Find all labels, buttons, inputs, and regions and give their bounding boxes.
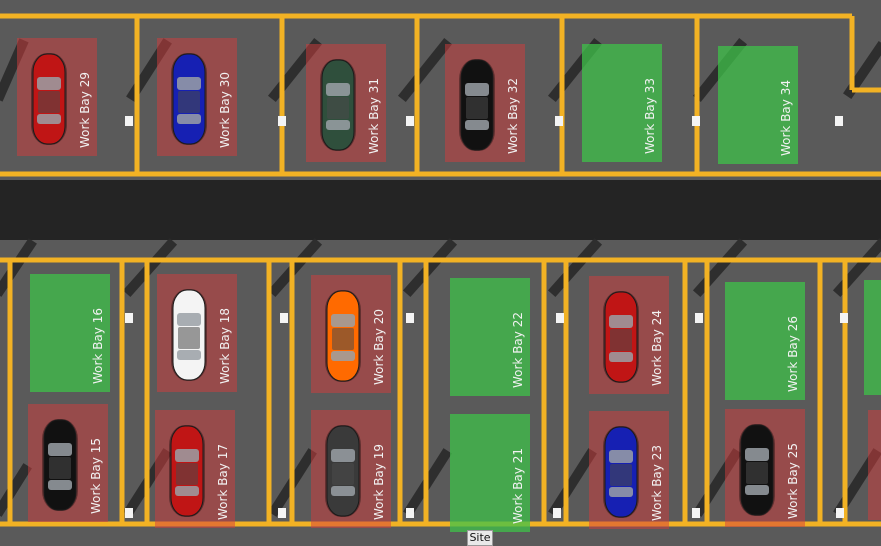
bay-label: Work Bay 22 xyxy=(511,312,525,388)
bay-label: Work Bay 25 xyxy=(786,443,800,519)
work-bay[interactable]: Work Bay 34 xyxy=(718,46,798,164)
work-bay[interactable]: Work Bay 29 xyxy=(17,38,97,156)
work-bay[interactable]: Work Bay 20 xyxy=(311,275,391,393)
car-icon xyxy=(603,426,639,518)
work-bay[interactable]: Work Bay 19 xyxy=(311,410,391,528)
car-icon xyxy=(320,59,356,151)
bay-status-area xyxy=(582,44,662,162)
bay-status-area xyxy=(450,414,530,532)
work-bay[interactable]: Work Bay 21 xyxy=(450,414,530,532)
work-bay[interactable]: Work Bay 18 xyxy=(157,274,237,392)
work-bay[interactable]: Work Bay 22 xyxy=(450,278,530,396)
bay-label: Work Bay 26 xyxy=(786,316,800,392)
work-bay[interactable]: Work Bay 32 xyxy=(445,44,525,162)
bollards xyxy=(125,116,848,518)
bay-status-area xyxy=(725,282,805,400)
bay-label: Work Bay 17 xyxy=(216,444,230,520)
bays-layer: Work Bay 29 Work Bay 30 Work Bay 31 Work Ba… xyxy=(17,38,805,532)
car-icon xyxy=(325,290,361,382)
car-icon xyxy=(603,291,639,383)
car-icon xyxy=(171,53,207,145)
work-bay[interactable]: Work Bay 30 xyxy=(157,38,237,156)
work-bay[interactable]: Work Bay 26 xyxy=(725,282,805,400)
work-bay[interactable]: Work Bay 31 xyxy=(306,44,386,162)
bay-label: Work Bay 31 xyxy=(367,78,381,154)
car-icon xyxy=(459,59,495,151)
bay-label: Work Bay 24 xyxy=(650,310,664,386)
work-bay[interactable]: Work Bay 16 xyxy=(30,274,110,392)
bay-label: Work Bay 21 xyxy=(511,448,525,524)
partial-bay-right-top xyxy=(864,280,881,395)
car-icon xyxy=(31,53,67,145)
bay-label: Work Bay 18 xyxy=(218,308,232,384)
bay-label: Work Bay 30 xyxy=(218,72,232,148)
bay-label: Work Bay 32 xyxy=(506,78,520,154)
site-tab[interactable]: Site xyxy=(467,530,493,546)
car-icon xyxy=(42,419,78,511)
bay-label: Work Bay 16 xyxy=(91,308,105,384)
bay-label: Work Bay 15 xyxy=(89,438,103,514)
bay-status-area xyxy=(718,46,798,164)
bay-status-area xyxy=(30,274,110,392)
bay-label: Work Bay 29 xyxy=(78,72,92,148)
road xyxy=(0,180,881,240)
partial-bay-right-bottom xyxy=(868,410,881,520)
bay-label: Work Bay 23 xyxy=(650,445,664,521)
bay-label: Work Bay 33 xyxy=(643,78,657,154)
car-icon xyxy=(171,289,207,381)
car-icon xyxy=(739,424,775,516)
car-icon xyxy=(169,425,205,517)
work-bay[interactable]: Work Bay 25 xyxy=(725,409,805,527)
work-bay[interactable]: Work Bay 23 xyxy=(589,411,669,529)
bay-status-area xyxy=(450,278,530,396)
bay-label: Work Bay 34 xyxy=(779,80,793,156)
bay-label: Work Bay 19 xyxy=(372,444,386,520)
work-bay[interactable]: Work Bay 17 xyxy=(155,410,235,528)
work-bay[interactable]: Work Bay 15 xyxy=(28,404,108,522)
bay-label: Work Bay 20 xyxy=(372,309,386,385)
work-bay[interactable]: Work Bay 33 xyxy=(582,44,662,162)
work-bay[interactable]: Work Bay 24 xyxy=(589,276,669,394)
car-icon xyxy=(325,425,361,517)
